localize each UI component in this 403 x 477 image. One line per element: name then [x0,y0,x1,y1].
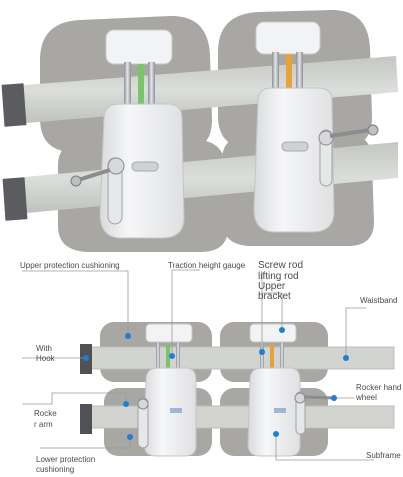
label-rocker-arm-line2: r arm [34,420,53,429]
label-lower-cushioning-line2: cushioning [36,465,74,474]
rocker-handle [303,395,335,400]
upper-bracket [249,323,297,343]
waistband-lower [81,405,395,429]
label-lower-cushioning-line1: Lower protection [36,455,95,464]
marker-subframe [273,431,279,437]
label-rocker-hand-wheel-line2: wheel [355,393,377,402]
label-screw-rod-line2: lifting rod [258,271,299,282]
housing-badge [170,408,182,413]
rocker-handle [77,168,111,182]
left-device [70,29,185,239]
leader-lower-cushioning [40,438,131,449]
marker-rocker-arm [123,401,129,407]
marker-screw-rod [259,349,265,355]
leader-traction-gauge [171,269,200,355]
label-upper-bracket-line2: bracket [258,291,291,302]
leader-upper-cushioning [22,270,129,335]
rocker-hand-wheel [318,130,334,146]
traction-height-gauge [270,344,274,370]
housing-slot [281,141,309,152]
top-render [1,10,398,252]
screw-rod [260,342,264,372]
housing-slot [131,161,159,172]
rocker-knob [367,124,379,136]
label-upper-protection-cushioning: Upper protection cushioning [20,261,120,270]
lifting-rod [148,62,155,114]
label-subframe: Subframe [366,451,401,460]
upper-bracket [255,21,321,55]
marker-rocker-hand-wheel [331,395,337,401]
label-screw-rod-line1: Screw rod [258,260,303,271]
marker-upper-bracket [279,327,285,333]
housing-badge [274,408,286,413]
marker-waistband [343,355,349,361]
marker-lower-cushioning [127,434,133,440]
rocker-handle [329,128,371,138]
belt-buckle-upper [1,83,27,127]
label-with-hook-line1: With [36,344,52,353]
lifting-rod [280,342,284,372]
label-upper-bracket-line1: Upper [258,281,286,292]
leader-rocker-arm [22,392,127,405]
leader-subframe [275,436,374,461]
label-rocker-arm-line1: Rocke [34,409,57,418]
subframe-housing [253,87,335,233]
screw-rod [156,342,160,372]
hook-buckle-lower [80,404,92,434]
marker-traction-gauge [169,353,175,359]
rocker-arm [137,397,149,449]
rocker-hand-wheel [107,157,125,175]
rocker-hand-wheel [137,398,149,410]
screw-rod [124,62,131,114]
upper-bracket [105,29,173,65]
label-rocker-hand-wheel-line1: Rocker hand [356,383,401,392]
belt-buckle-lower [2,177,28,221]
leader-upper-bracket [262,292,283,330]
label-traction-height-gauge: Traction height gauge [168,261,246,270]
upper-bracket [145,323,193,343]
lifting-rod [296,52,303,106]
right-device [253,21,379,233]
label-waistband: Waistband [360,296,398,305]
rocker-hand-wheel [294,392,306,404]
traction-height-gauge [286,54,292,102]
labeled-diagram: Upper protection cushioning Traction hei… [20,260,401,474]
markers [83,327,349,440]
traction-height-gauge [138,64,144,110]
marker-with-hook [83,355,89,361]
leader-lines [22,269,374,461]
leader-waistband [345,307,366,357]
traction-height-gauge [166,344,170,370]
lifting-rod [176,342,180,372]
screw-rod [272,52,279,106]
rocker-knob [70,175,82,187]
marker-upper-cushioning [125,333,131,339]
label-with-hook-line2: Hook [36,354,56,363]
